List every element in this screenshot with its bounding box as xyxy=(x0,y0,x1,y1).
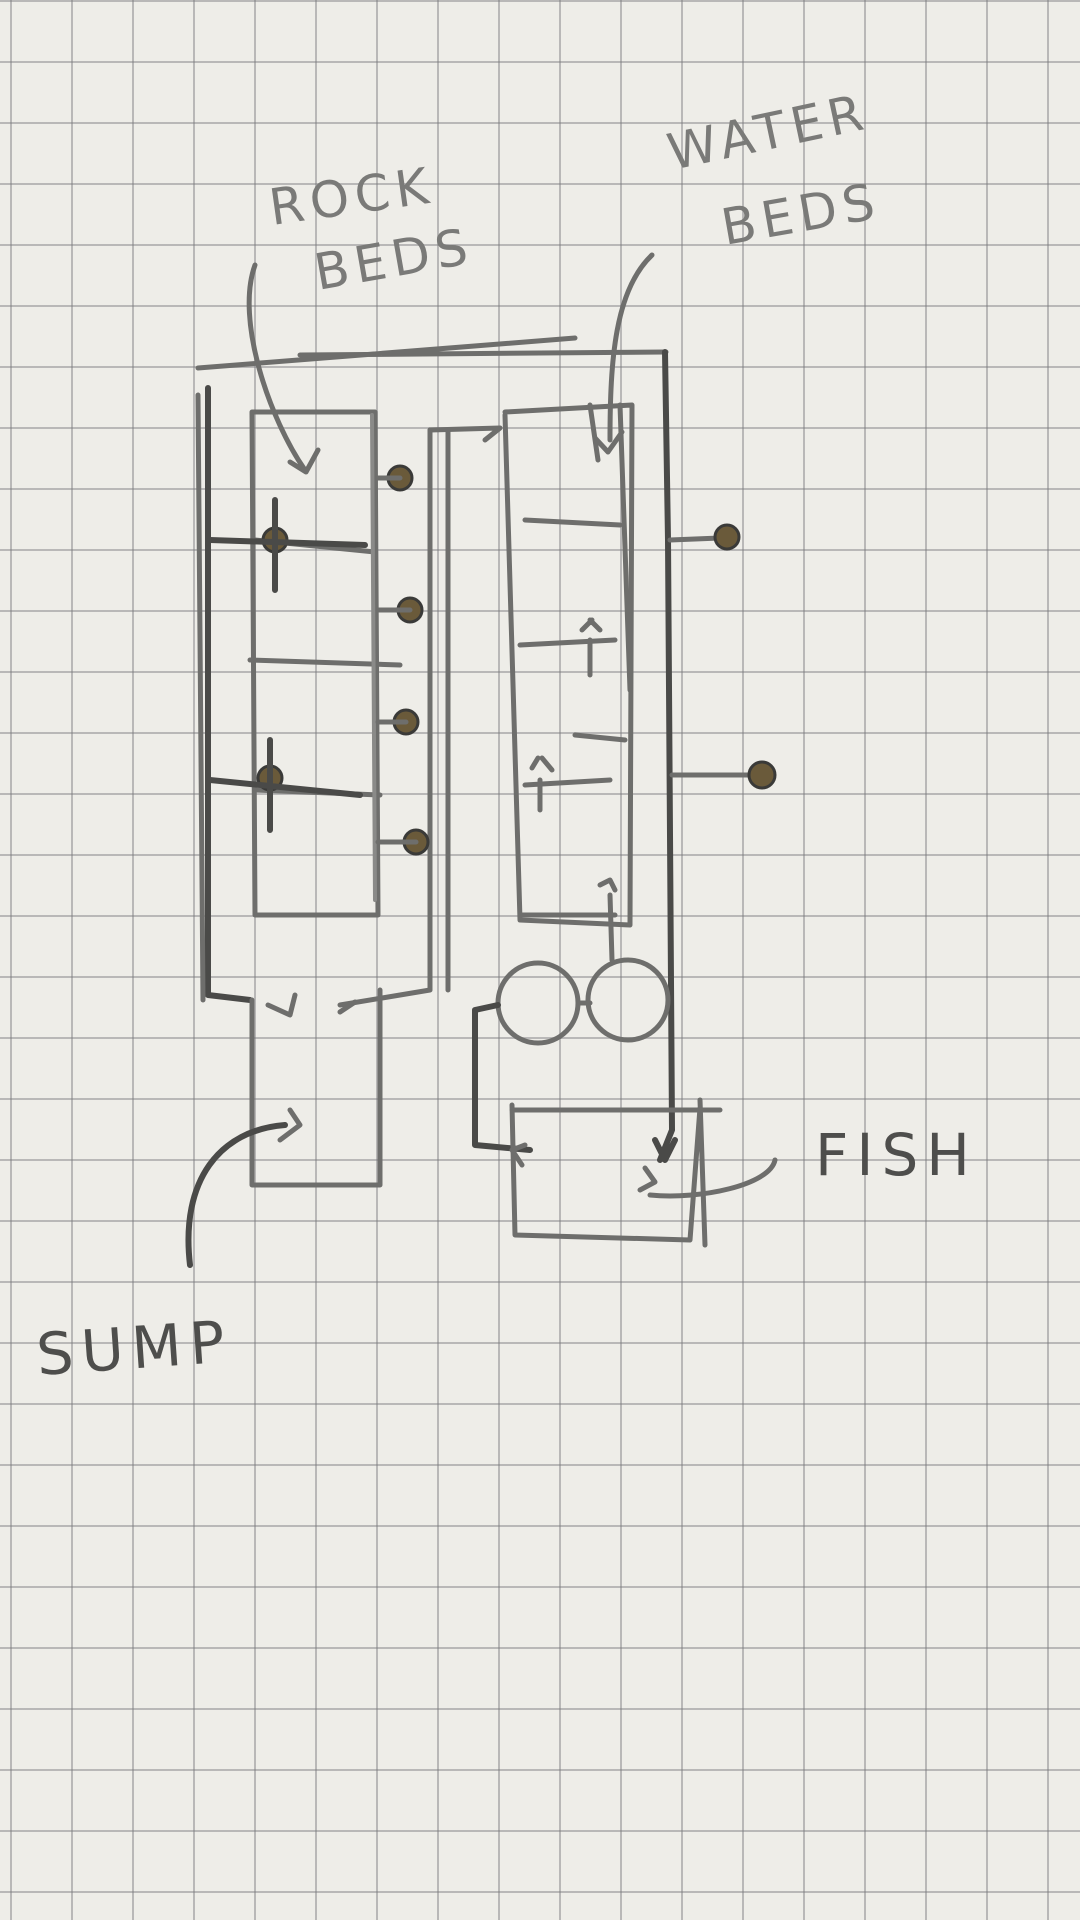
rock-return-top xyxy=(430,428,500,440)
pump-intake-pipe xyxy=(475,1005,530,1150)
pump-icon xyxy=(588,960,668,1040)
sump-arrows xyxy=(268,995,355,1140)
water-outer-pipe xyxy=(655,352,675,1160)
sump-tank xyxy=(252,990,380,1185)
left-riser-pipe xyxy=(208,388,250,1000)
rock-beds-label-line1: ROCK xyxy=(266,156,438,237)
pump-feed-pipe xyxy=(578,895,612,1003)
fish-tank-arrows xyxy=(512,1145,775,1196)
water-beds-label-line1: WATER xyxy=(662,83,874,182)
valve-icon xyxy=(715,525,739,549)
water-outer-valve-stems xyxy=(670,538,755,775)
pump-icon xyxy=(498,963,578,1043)
rock-beds-arrow xyxy=(249,265,318,472)
valve-icon xyxy=(749,762,775,788)
water-bed-inner-lines xyxy=(575,405,630,740)
left-riser-pipe-outline xyxy=(198,395,203,1000)
fish-label: FISH xyxy=(815,1121,978,1189)
water-bed-divider xyxy=(520,520,620,915)
water-beds-label-line2: BEDS xyxy=(717,172,885,257)
top-pipe xyxy=(198,338,666,368)
water-bed-column xyxy=(505,405,632,925)
rock-beds-label-line2: BEDS xyxy=(310,217,478,302)
fish-tank xyxy=(512,1100,720,1245)
valve-stems xyxy=(378,478,416,842)
sump-label: SUMP xyxy=(34,1307,235,1389)
sump-pointer xyxy=(188,1125,285,1265)
water-bed-arrows xyxy=(532,620,615,890)
